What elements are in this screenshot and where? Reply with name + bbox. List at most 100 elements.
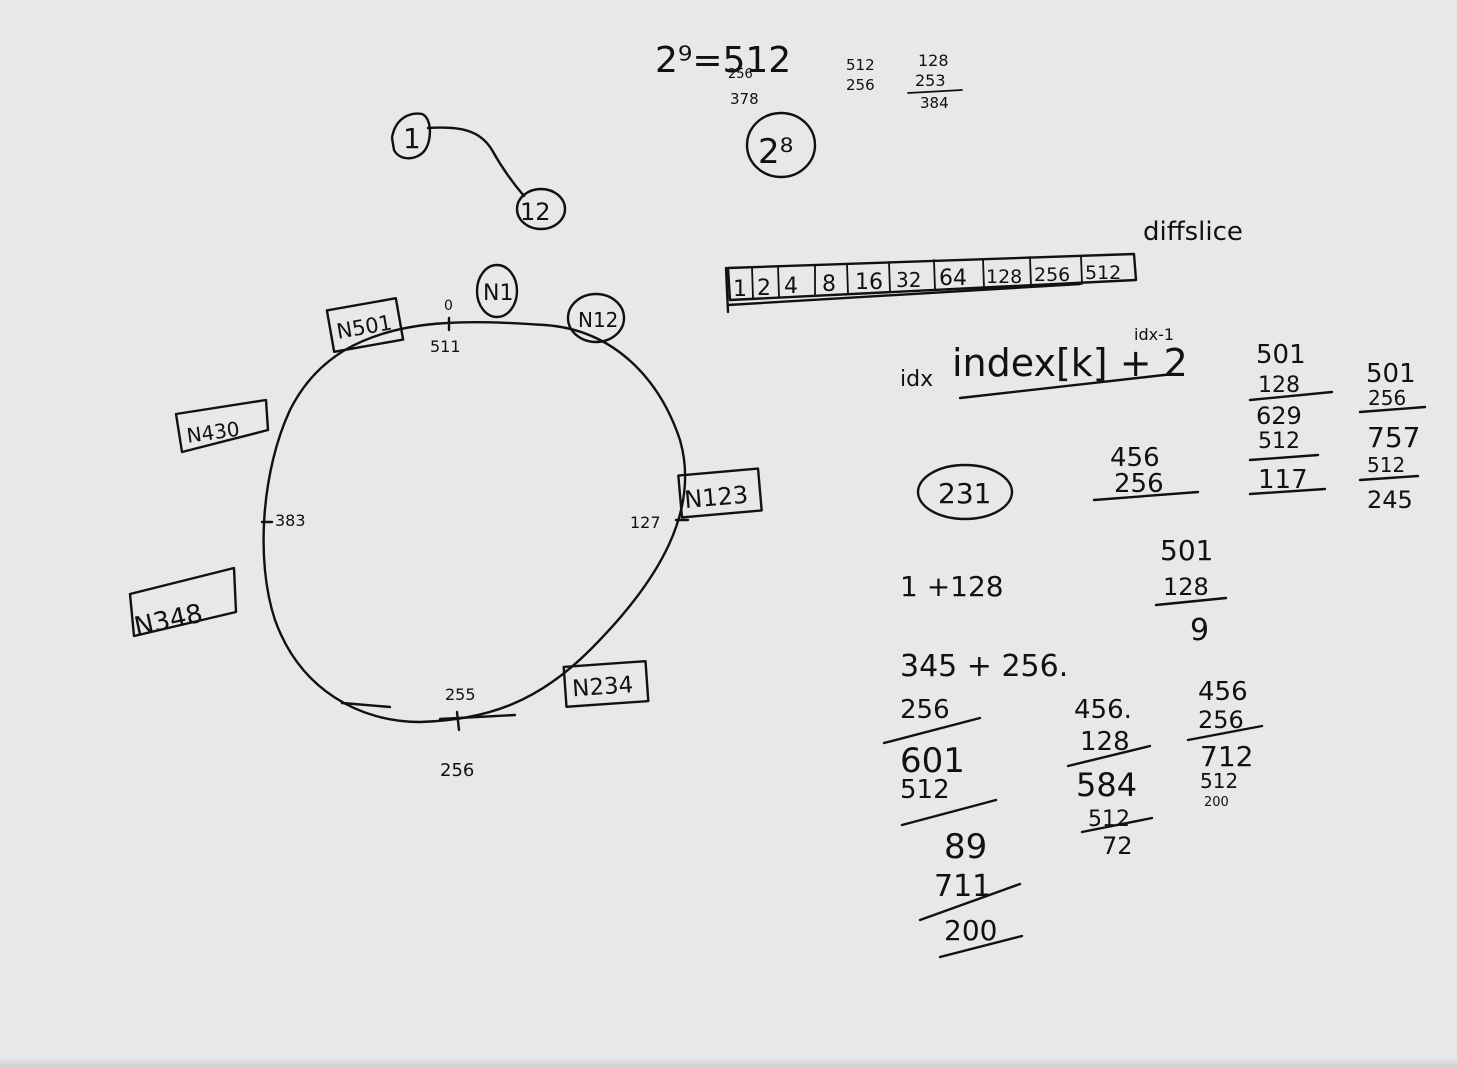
underline [907,89,963,94]
cell-divider [1080,255,1083,285]
finger-cell: 32 [896,268,921,292]
cell-divider [888,261,891,293]
cell-divider [846,263,849,295]
finger-table: diffslice 1 2 4 8 16 32 64 128 256 512 [724,217,1243,314]
operand: 456 [1198,677,1248,707]
operand: 512 [1088,807,1130,832]
formula-main: 2⁹=512 [655,40,791,81]
circle-outline [745,111,817,179]
calc-b-result: 384 [920,94,949,112]
underline [1154,596,1228,607]
formula-exponent: idx-1 [1134,325,1174,344]
underline [1358,474,1420,482]
calc-501-128-small: 501 128 9 [1154,534,1228,648]
calc-456-128: 456. 128 584 512 72 [1066,695,1154,860]
result: 89 [944,827,987,867]
underline [1248,390,1334,402]
marker-bottom-inner: 255 [445,685,476,704]
calc-456-256: 456 256 [1092,443,1200,502]
small-graph: 1 12 [390,112,567,231]
ring-circle [262,320,687,724]
calc-501-256: 501 256 757 512 245 [1358,359,1427,514]
finger-cell: 512 [1085,262,1121,284]
formula-sub2: 378 [730,90,759,108]
operand: 256 [1198,706,1244,734]
finger-cell: 1 [733,277,747,302]
bottom-edge [0,1058,1457,1067]
top-calc-a: 512 256 [846,56,875,94]
underline [1186,724,1264,742]
sum: 601 [900,741,965,781]
finger-cell: 64 [939,266,967,291]
operand: 501 [1256,340,1306,370]
sum: 712 [1200,740,1253,773]
formula-underline [958,372,1175,400]
node-n234-box [562,659,650,709]
calc-a-line1: 512 [846,56,875,74]
cell-divider [1029,256,1032,287]
node-n430-box [174,398,270,454]
circled-value-group: 231 [916,463,1014,521]
operand: 256 [900,695,950,725]
top-calc-b: 128 253 384 [907,51,963,112]
calc-a-line2: 256 [846,76,875,94]
underline [1248,453,1320,462]
graph-edge [426,126,526,198]
circled-value: 231 [938,477,991,510]
chord-ring: 0 511 127 255 256 383 N1 N12 N123 N234 N… [128,263,763,781]
ring-stroke-overlap [438,713,517,721]
finger-cell: 256 [1034,264,1070,286]
cell-divider [777,265,780,298]
underline [1066,744,1152,768]
finger-cell: 8 [822,272,836,297]
ring-stroke-overlap [340,701,392,709]
marker-bottom-outer: 256 [440,760,474,781]
node-n348: N348 [132,599,206,643]
index-formula: idx index[k] + 2 idx-1 [900,325,1188,400]
result: 200 [944,914,997,947]
sum: 584 [1076,766,1137,804]
node-n501: N501 [335,310,394,343]
marker-top-inner: 511 [430,337,461,356]
node-a-outline [390,112,432,160]
node-b-label: 12 [520,198,551,226]
node-n348-box [128,566,238,638]
tick-bottom [455,710,461,732]
operand: 256 [1368,386,1406,410]
marker-right: 127 [630,513,661,532]
cell-divider [933,259,936,291]
header: 345 + 256. [900,649,1068,684]
operand: 128 [1258,373,1300,398]
finger-table-label: diffslice [1143,217,1243,247]
finger-table-frame [726,252,1138,302]
operand: 256 [1114,469,1164,499]
formula-body: index[k] + 2 [952,341,1188,385]
node-n234: N234 [571,672,634,702]
underline [918,882,1022,922]
cell-divider [751,266,754,299]
underline [900,798,998,827]
sum: 757 [1367,421,1420,454]
marker-top-outer: 0 [444,298,453,314]
node-n1: N1 [483,281,513,306]
operand: 501 [1366,359,1416,389]
operand: 512 [1200,769,1238,793]
operand: 512 [1258,429,1300,454]
operand: 512 [1367,453,1405,477]
node-b-outline [515,187,567,231]
result: 9 [1190,613,1209,648]
formula-sub1: 256 [728,67,753,82]
underline [882,716,982,745]
marker-left: 383 [275,511,306,530]
node-n123-box [677,467,763,519]
result: 72 [1102,832,1133,860]
calc-b-line2: 253 [915,71,946,90]
node-n430: N430 [185,417,241,448]
calc-501-128: 501 128 629 512 117 [1248,340,1334,496]
top-formula: 2⁹=512 256 378 2⁸ [655,40,817,179]
formula-prefix: idx [900,367,933,392]
operand: 456 [1110,443,1160,473]
calc-b-line1: 128 [918,51,949,70]
finger-cell: 128 [986,266,1022,288]
